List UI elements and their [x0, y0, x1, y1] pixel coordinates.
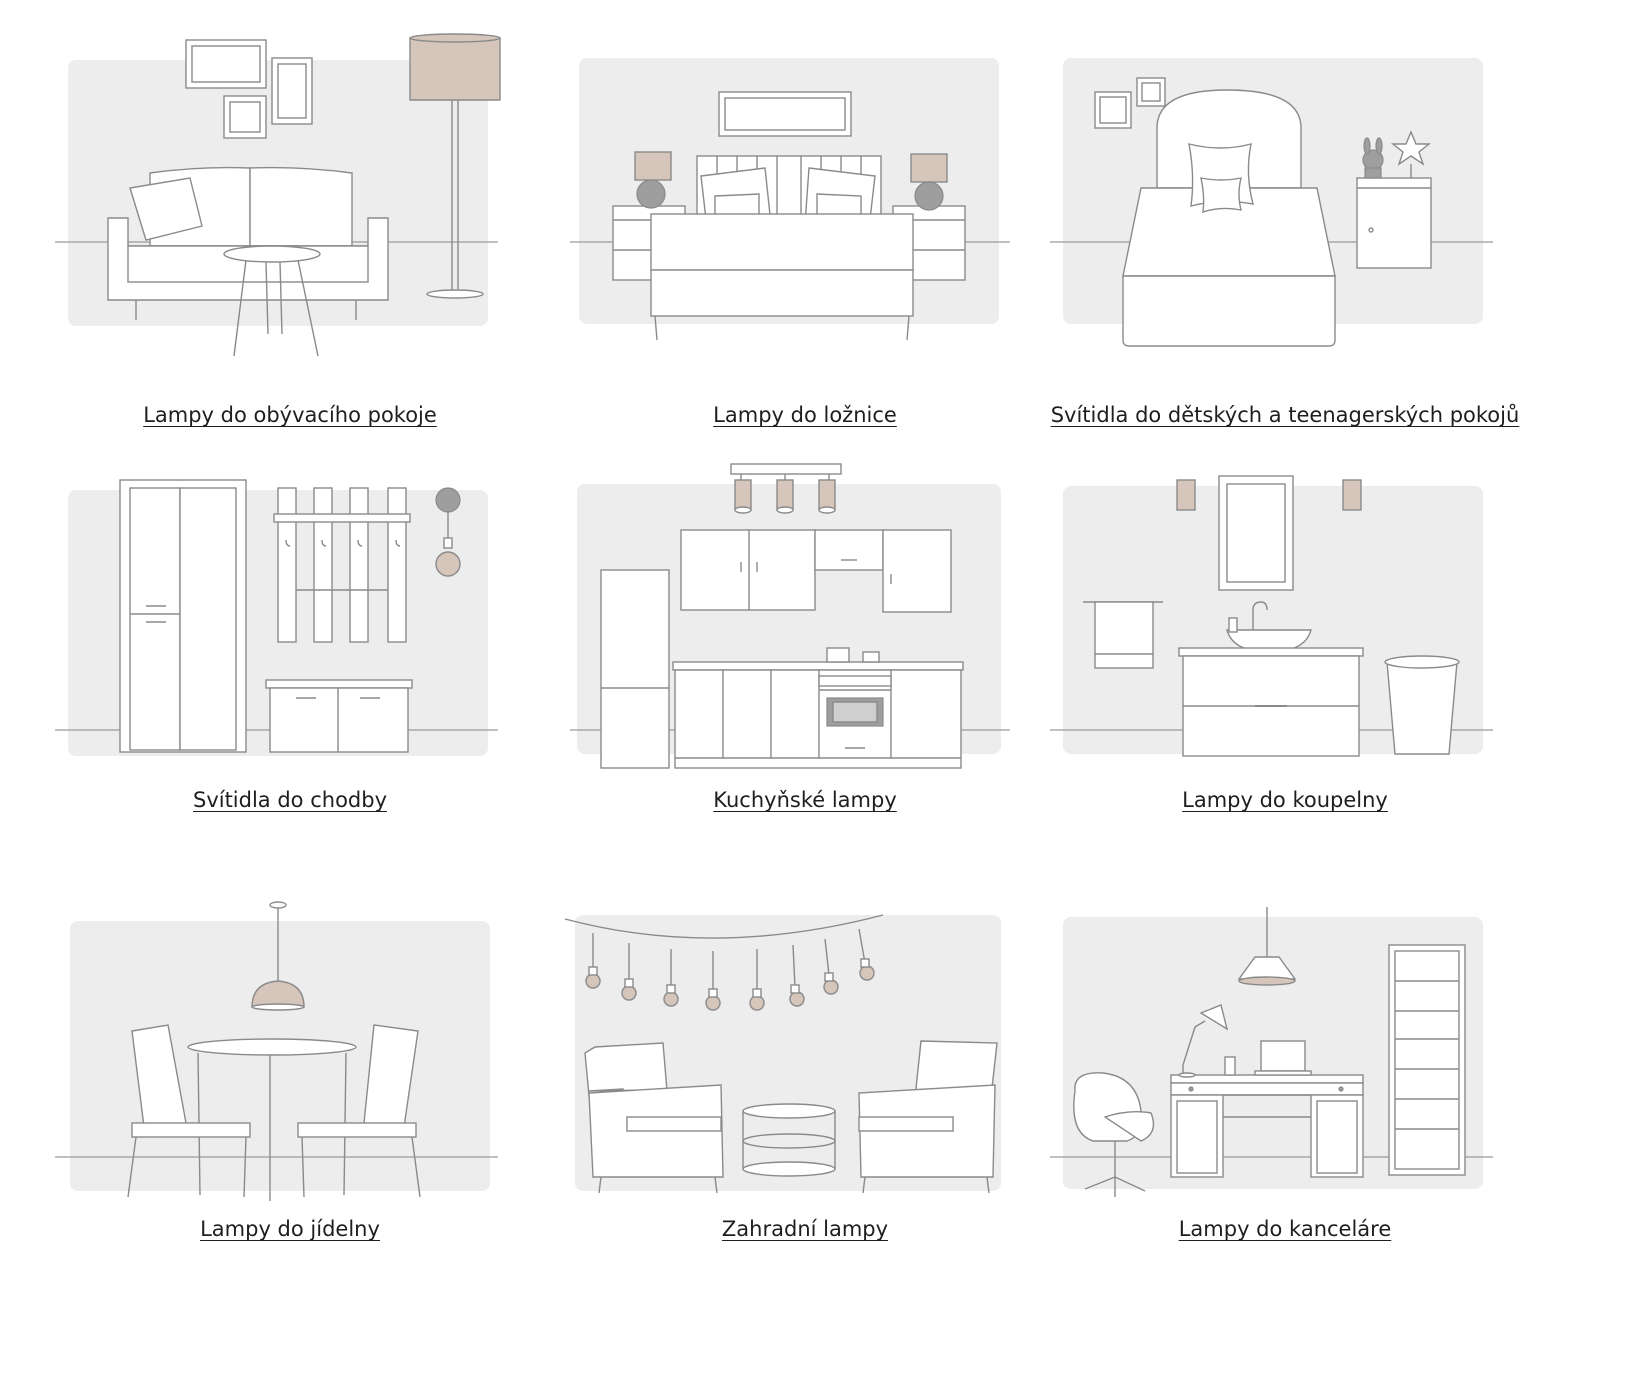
category-label[interactable]: Svítidla do dětských a teenagerských pok…: [1050, 403, 1520, 427]
category-tile-hallway[interactable]: Svítidla do chodby: [50, 458, 530, 858]
category-label[interactable]: Lampy do jídelny: [200, 1217, 380, 1241]
category-label[interactable]: Svítidla do chodby: [192, 788, 387, 812]
category-label[interactable]: Zahradní lampy: [721, 1217, 889, 1241]
category-label[interactable]: Lampy do ložnice: [713, 403, 897, 427]
category-label[interactable]: Lampy do obývacího pokoje: [143, 403, 437, 427]
hallway-illustration: [55, 479, 498, 756]
office-illustration: [1050, 907, 1493, 1197]
category-tile-garden[interactable]: Zahradní lampy: [564, 895, 1045, 1295]
category-tile-bedroom[interactable]: Lampy do ložnice: [565, 28, 1045, 428]
category-tile-dining-room[interactable]: Lampy do jídelny: [50, 895, 530, 1295]
garden-illustration: [564, 914, 1001, 1194]
bedroom-illustration: [570, 58, 1010, 341]
category-label[interactable]: Lampy do koupelny: [1182, 788, 1388, 812]
dining-room-illustration: [55, 901, 498, 1201]
bathroom-illustration: [1050, 475, 1493, 757]
kitchen-illustration: [570, 463, 1010, 769]
category-tile-office[interactable]: Lampy do kanceláre: [1045, 895, 1525, 1295]
living-room-illustration: [55, 33, 501, 357]
category-tile-bathroom[interactable]: Lampy do koupelny: [1045, 458, 1525, 858]
category-label[interactable]: Kuchyňské lampy: [713, 788, 897, 812]
category-tile-living-room[interactable]: Lampy do obývacího pokoje: [50, 28, 530, 428]
category-tile-kids-room[interactable]: Svítidla do dětských a teenagerských pok…: [1045, 28, 1525, 428]
category-label[interactable]: Lampy do kanceláre: [1178, 1217, 1392, 1241]
category-tile-kitchen[interactable]: Kuchyňské lampy: [565, 458, 1045, 858]
kids-room-illustration: [1050, 58, 1493, 347]
